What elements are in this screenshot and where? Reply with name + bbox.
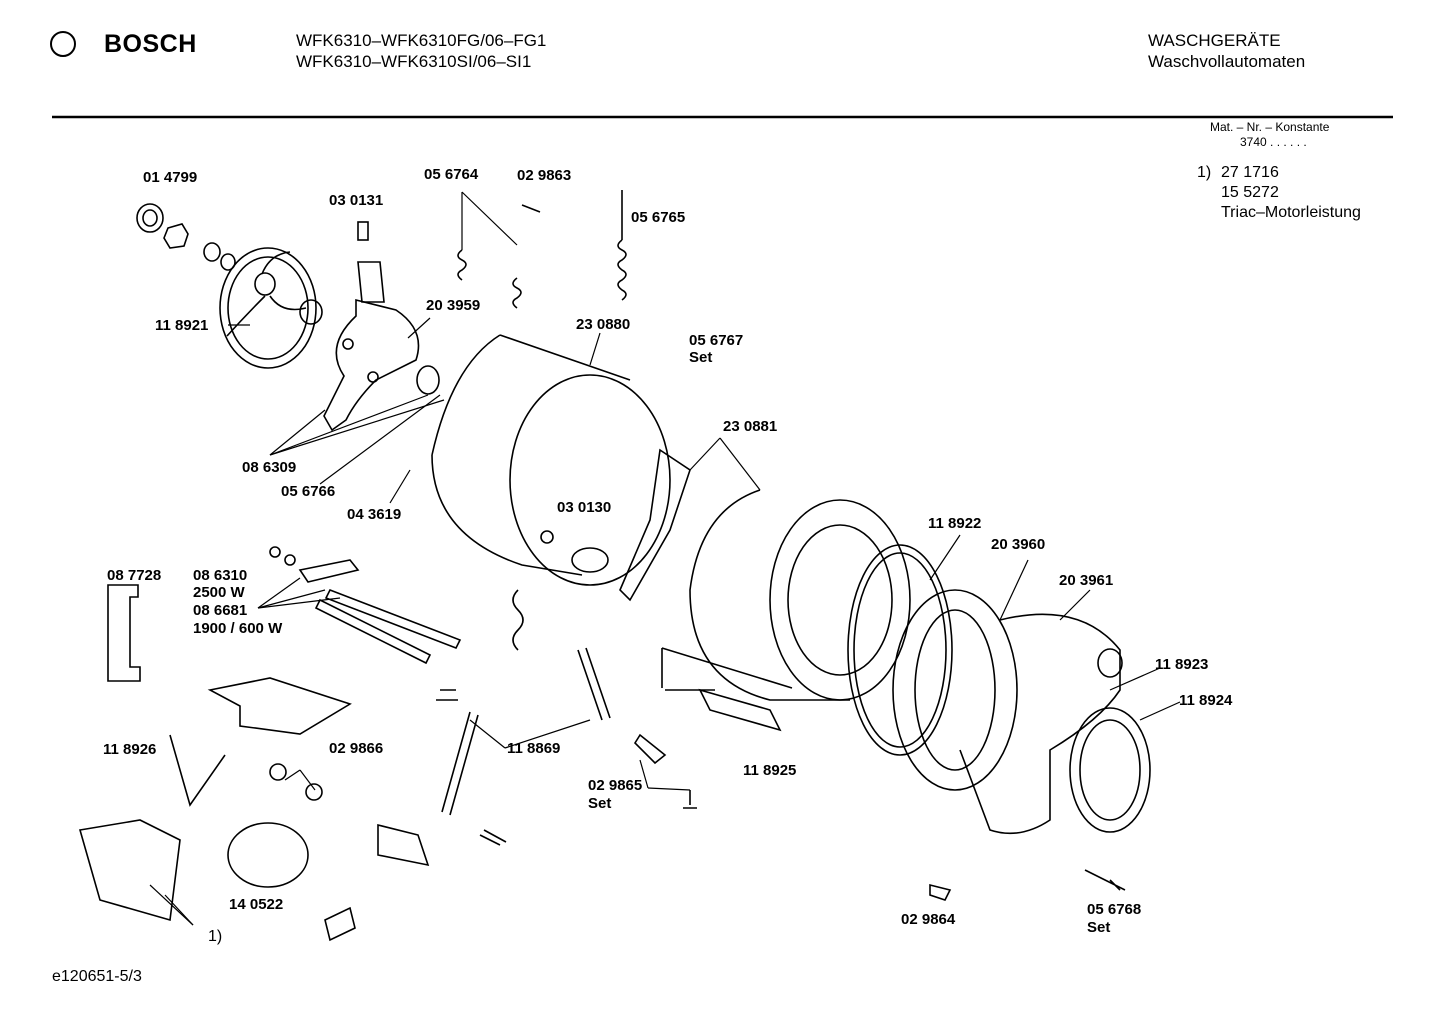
leader-lines — [149, 191, 1181, 926]
model-line-2: WFK6310–WFK6310SI/06–SI1 — [296, 52, 532, 71]
category-line-2: Waschvollautomaten — [1148, 52, 1306, 71]
part-label: 11 8922 — [928, 515, 982, 532]
footnote-marker: 1) — [1197, 164, 1212, 181]
part-label: 1900 / 600 W — [193, 620, 283, 637]
part-label: 11 8924 — [1179, 692, 1233, 709]
part-label: 23 0880 — [576, 316, 631, 333]
part-label: 08 6309 — [242, 459, 297, 476]
part-label: 23 0881 — [723, 418, 778, 435]
part-label: 02 9863 — [517, 167, 572, 184]
category-line-1: WASCHGERÄTE — [1148, 31, 1281, 50]
drum-drawing — [619, 448, 911, 701]
footnote-line-2: 15 5272 — [1221, 184, 1279, 201]
part-label: 20 3959 — [426, 297, 481, 314]
tub-drawing — [431, 334, 671, 586]
part-label: 08 6310 — [193, 567, 248, 584]
seals-drawing — [847, 544, 1151, 835]
footnote-line-1: 27 1716 — [1221, 164, 1279, 181]
part-label: 04 3619 — [347, 506, 402, 523]
part-label: 20 3961 — [1059, 572, 1114, 589]
part-label: 11 8869 — [507, 740, 561, 757]
part-label: 05 6766 — [281, 483, 336, 500]
footer-code: e120651-5/3 — [52, 968, 142, 985]
part-label: 05 6768 — [1087, 901, 1142, 918]
part-label: 11 8925 — [743, 762, 797, 779]
part-label: 08 6681 — [193, 602, 248, 619]
part-label: 2500 W — [193, 584, 245, 601]
part-label: 05 6765 — [631, 209, 686, 226]
part-label: 08 7728 — [107, 567, 162, 584]
part-label: 11 8926 — [103, 741, 157, 758]
part-label: Set — [588, 795, 612, 812]
part-label: 14 0522 — [229, 896, 284, 913]
constants-value: 3740 . . . . . . — [1240, 135, 1307, 149]
part-label: 02 9864 — [901, 911, 956, 928]
lower-parts-drawing — [78, 546, 1126, 942]
part-label: 05 6767 — [689, 332, 744, 349]
part-label: 11 8921 — [155, 317, 209, 334]
model-line-1: WFK6310–WFK6310FG/06–FG1 — [296, 31, 547, 50]
bosch-logo-icon — [50, 31, 76, 57]
part-label: 11 8923 — [1155, 656, 1209, 673]
pulley-drawing — [136, 203, 323, 369]
part-label: 1) — [208, 928, 223, 945]
part-label: 05 6764 — [424, 166, 479, 183]
part-label: 02 9865 — [588, 777, 643, 794]
part-label: Set — [1087, 919, 1111, 936]
bracket-drawing — [323, 190, 627, 432]
part-label: 20 3960 — [991, 536, 1046, 553]
part-label: 02 9866 — [329, 740, 384, 757]
brand-name: BOSCH — [104, 30, 197, 58]
part-label: 01 4799 — [143, 169, 198, 186]
part-label: Set — [689, 349, 713, 366]
constants-heading: Mat. – Nr. – Konstante — [1210, 120, 1330, 134]
part-label: 03 0131 — [329, 192, 384, 209]
part-label: 03 0130 — [557, 499, 612, 516]
footnote-line-3: Triac–Motorleistung — [1221, 204, 1361, 221]
